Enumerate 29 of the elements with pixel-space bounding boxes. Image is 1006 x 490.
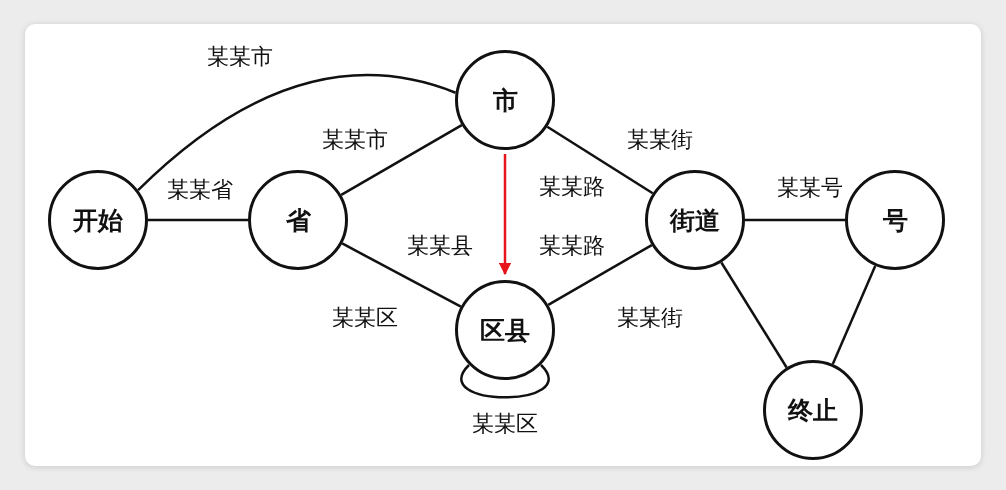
edge-label: 某某省	[167, 176, 233, 204]
loop-line	[460, 364, 550, 399]
node-label: 终止	[788, 394, 838, 427]
edge-label: 某某区	[472, 410, 538, 438]
connector-line	[547, 243, 653, 307]
route-label: 某某路	[539, 173, 605, 201]
node-label: 区县	[480, 314, 530, 347]
connector-line	[137, 74, 456, 192]
edge-label: 某某号	[777, 174, 843, 202]
node-label: 省	[285, 204, 311, 237]
node-label: 市	[492, 84, 518, 117]
node-label: 开始	[73, 204, 123, 237]
route-label: 某某路	[539, 232, 605, 260]
arrow	[498, 154, 512, 276]
edge-label: 某某市	[322, 126, 388, 154]
edge-label: 某某市	[207, 43, 273, 71]
connector-line	[341, 242, 462, 308]
node-label: 街道	[670, 204, 720, 237]
connector-line	[720, 261, 788, 369]
connector-line	[148, 218, 248, 222]
connector-line	[831, 265, 877, 365]
edge-label: 某某街	[627, 126, 693, 154]
node-label: 号	[882, 204, 908, 237]
connector-line	[546, 125, 654, 195]
edge-label: 某某区	[332, 304, 398, 332]
connector-line	[745, 218, 845, 222]
edge-label: 某某街	[617, 304, 683, 332]
route-label: 某某县	[407, 232, 473, 260]
connector-line	[340, 124, 463, 196]
